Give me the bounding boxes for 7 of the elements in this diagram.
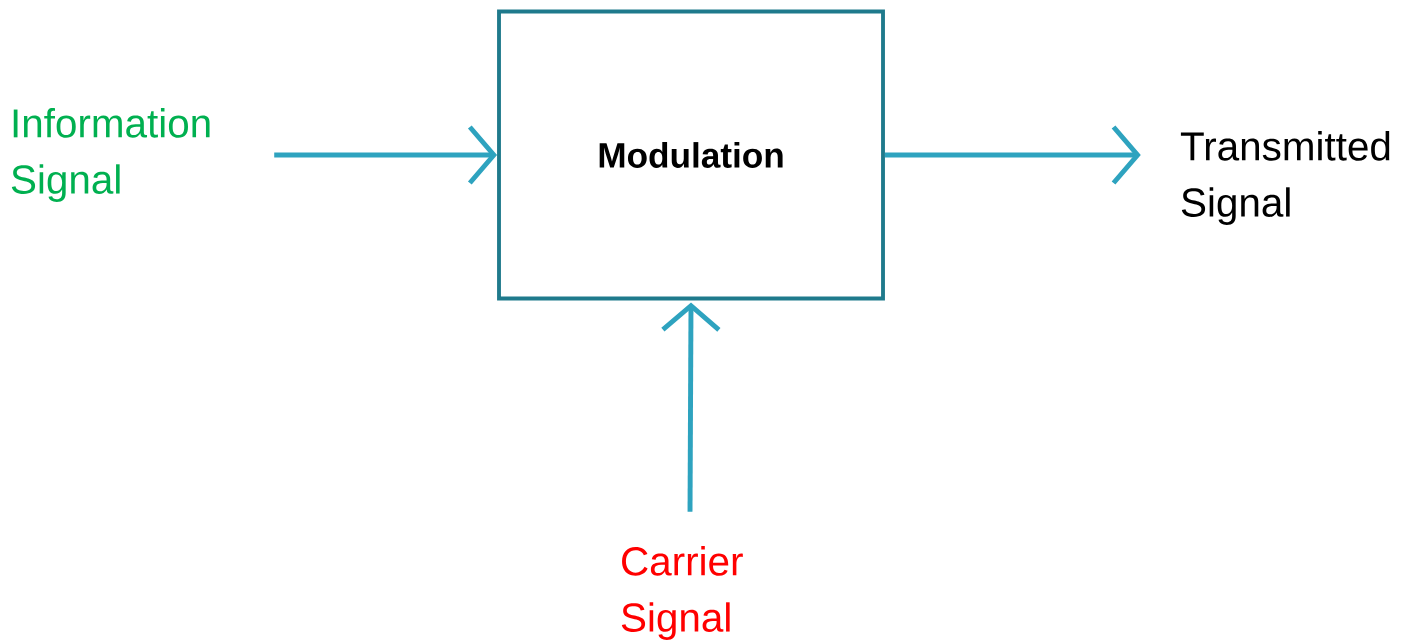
signal-label: Transmitted Signal <box>1180 131 1390 225</box>
signal-label: Information Signal <box>11 108 210 202</box>
process-box: Modulation <box>497 9 885 301</box>
arrow <box>661 302 721 512</box>
arrow <box>884 125 1141 185</box>
signal-label: Carrier Signal <box>621 546 743 640</box>
arrow <box>274 125 498 185</box>
